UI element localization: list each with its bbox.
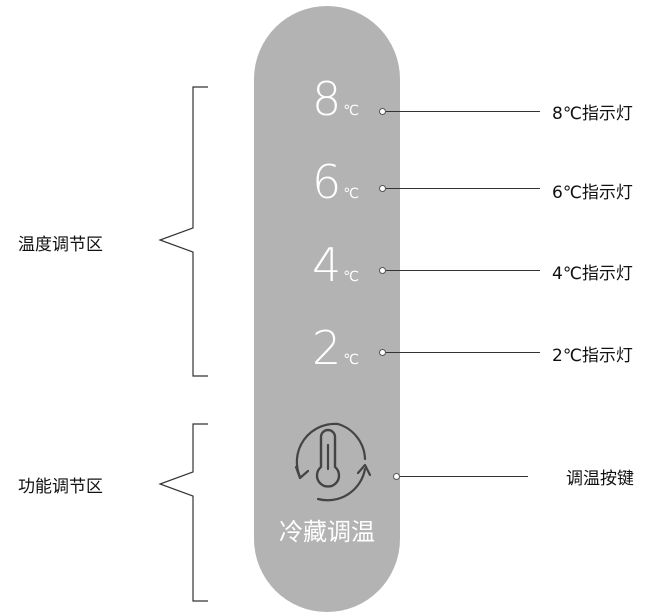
temp-6-number: 6 <box>312 155 342 209</box>
indicator-2-dot <box>379 349 386 356</box>
indicator-8-leader <box>386 111 540 112</box>
button-dot <box>393 473 400 480</box>
thermometer-cycle-icon[interactable] <box>278 411 378 511</box>
temp-8-number: 8 <box>312 72 342 126</box>
temp-2-number: 2 <box>312 321 342 375</box>
indicator-6-leader <box>386 188 540 189</box>
indicator-6-callout: 6℃指示灯 <box>552 183 633 203</box>
temp-2-unit: ℃ <box>343 352 360 368</box>
temp-6-unit: ℃ <box>343 186 360 202</box>
button-callout: 调温按键 <box>566 469 634 489</box>
indicator-4-leader <box>386 270 540 271</box>
indicator-2-leader <box>386 352 540 353</box>
temp-6: 6℃ <box>312 159 359 205</box>
indicator-4-dot <box>379 267 386 274</box>
indicator-8-dot <box>379 108 386 115</box>
indicator-4-callout: 4℃指示灯 <box>552 264 633 284</box>
temp-4-unit: ℃ <box>343 269 360 285</box>
indicator-8-callout: 8℃指示灯 <box>552 104 633 124</box>
temp-8-unit: ℃ <box>343 103 360 119</box>
temp-4: 4℃ <box>312 242 359 288</box>
button-leader <box>400 476 528 477</box>
temperature-region-label: 温度调节区 <box>18 235 103 255</box>
temp-4-number: 4 <box>312 238 342 292</box>
indicator-2-callout: 2℃指示灯 <box>552 346 633 366</box>
temp-8: 8℃ <box>312 76 359 122</box>
control-panel <box>254 6 400 612</box>
temp-2: 2℃ <box>312 325 359 371</box>
adjust-button-label[interactable]: 冷藏调温 <box>279 518 375 546</box>
indicator-6-dot <box>379 185 386 192</box>
function-region-label: 功能调节区 <box>18 477 103 497</box>
